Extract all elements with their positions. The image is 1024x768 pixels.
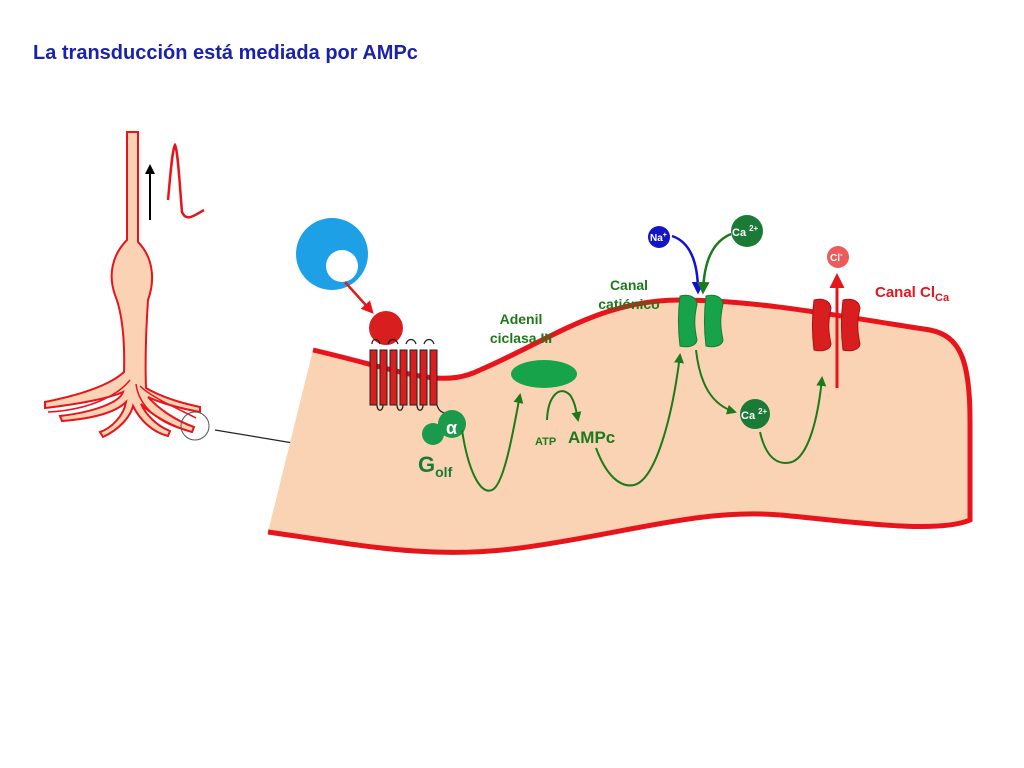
cation-label-line1: Canal bbox=[610, 277, 648, 293]
cilium-cell bbox=[268, 300, 970, 553]
golf-protein: α bbox=[422, 410, 466, 445]
cation-label-line2: catiónico bbox=[598, 296, 659, 312]
calcium-inflow-arrow bbox=[697, 232, 732, 295]
outer-membrane bbox=[312, 297, 973, 529]
olfactory-neuron bbox=[44, 131, 306, 446]
adenylyl-label-line1: Adenil bbox=[500, 311, 543, 327]
clca-channel bbox=[812, 298, 861, 352]
zoom-connector bbox=[214, 429, 306, 446]
chloride-label: Cl- bbox=[830, 250, 843, 264]
golf-beta-subunit bbox=[422, 423, 444, 445]
golf-label: Golf bbox=[418, 452, 453, 480]
sodium-ion bbox=[648, 226, 670, 248]
neuron-body bbox=[44, 131, 201, 439]
alpha-label: α bbox=[446, 418, 457, 438]
calcium-ion-inner bbox=[740, 399, 770, 429]
zoom-circle bbox=[180, 411, 210, 441]
adenylyl-cyclase bbox=[511, 360, 577, 388]
calcium-ion-top bbox=[731, 215, 763, 247]
chloride-ion bbox=[827, 246, 849, 268]
ampc-label: AMPc bbox=[568, 428, 615, 447]
action-potential-trace bbox=[166, 142, 205, 219]
calcium-to-clca-arrow bbox=[759, 376, 827, 464]
ampc-to-channel-arrow bbox=[595, 353, 684, 487]
receptor-ligand-site bbox=[369, 311, 403, 345]
golf-to-cyclase-arrow bbox=[461, 393, 524, 492]
odorant-molecule bbox=[296, 218, 368, 292]
channel-to-calcium-arrow bbox=[695, 349, 737, 415]
adenylyl-label-line2: ciclasa III bbox=[490, 330, 552, 346]
atp-to-ampc-arrow bbox=[546, 390, 582, 422]
clca-label: Canal ClCa bbox=[875, 284, 950, 304]
sodium-inflow-arrow bbox=[671, 234, 705, 295]
inner-membrane bbox=[267, 511, 781, 555]
slide-title: La transducción está mediada por AMPc bbox=[33, 42, 418, 64]
sodium-label: Na+ bbox=[650, 232, 667, 244]
golf-alpha-subunit bbox=[438, 410, 466, 438]
cation-channel bbox=[678, 294, 724, 348]
odorant-receptor bbox=[369, 311, 449, 419]
atp-label: ATP bbox=[535, 436, 556, 448]
odorant-binding-arrow bbox=[344, 281, 374, 314]
